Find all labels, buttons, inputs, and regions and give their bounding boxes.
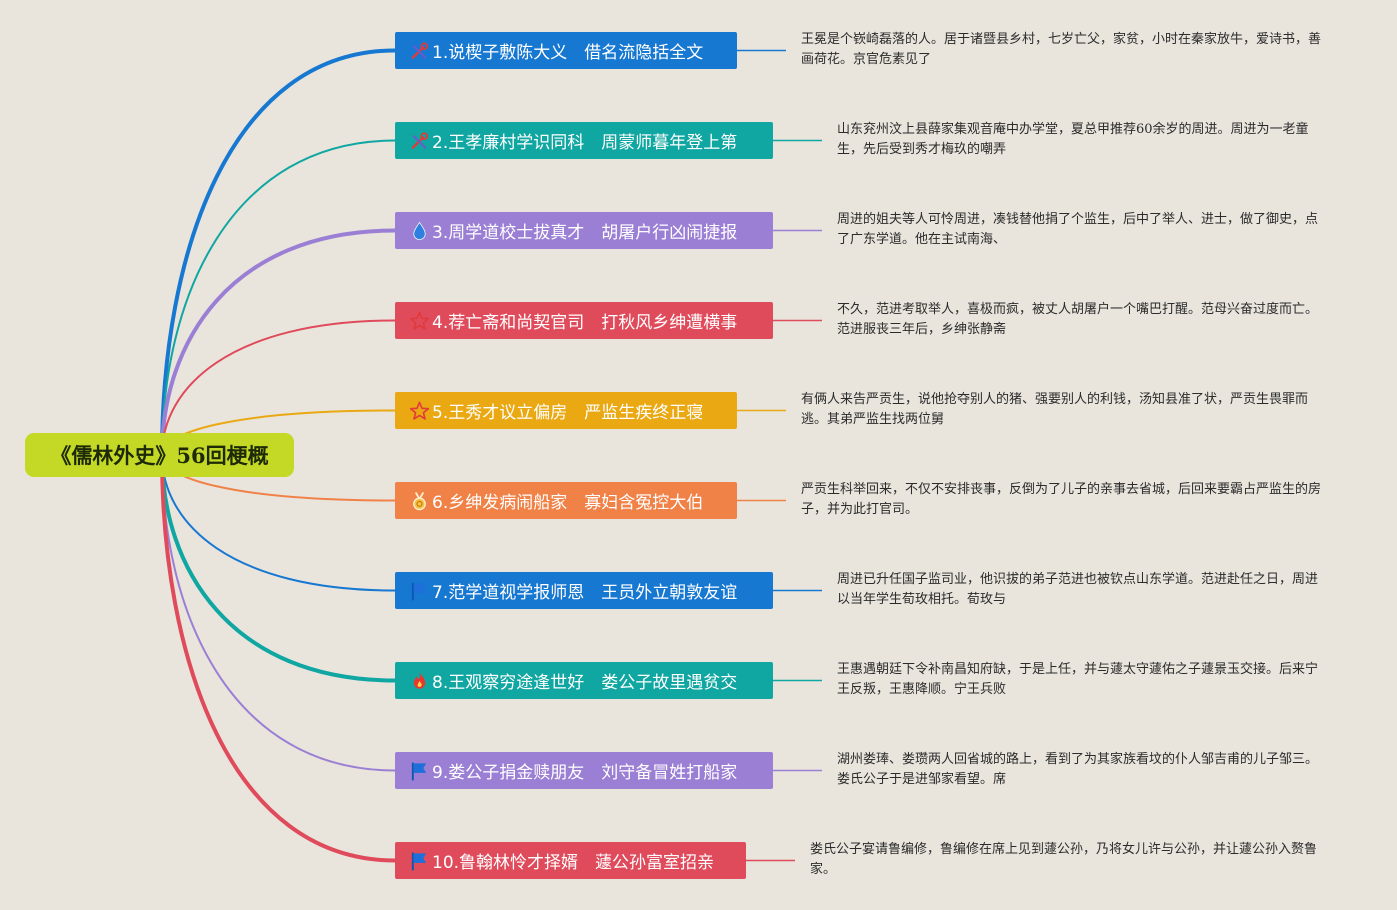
chapter-topic-label: 1.说楔子敷陈大义 借名流隐括全文: [432, 43, 704, 63]
flag-icon: [409, 760, 430, 782]
chapter-summary-3: 周进的姐夫等人可怜周进，凑钱替他捐了个监生，后中了举人、进士，做了御史，点了广东…: [837, 212, 1319, 247]
branch-connector: [161, 454, 396, 592]
star-outline-icon: [409, 310, 430, 332]
chapter-topic-8[interactable]: 8.王观察穷途逢世好 娄公子故里遇贫交: [395, 662, 773, 699]
chapter-topic-4[interactable]: 4.荐亡斋和尚契官司 打秋风乡绅遭横事: [395, 302, 773, 339]
chapter-summary-7: 周进已升任国子监司业，他识拔的弟子范进也被钦点山东学道。范进赴任之日，周进以当年…: [837, 572, 1319, 607]
chapter-summary-8: 王惠遇朝廷下令补南昌知府缺，于是上任，并与蘧太守蘧佑之子蘧景玉交接。后来宁王反叛…: [837, 662, 1319, 697]
chapter-topic-7[interactable]: 7.范学道视学报师恩 王员外立朝敦友谊: [395, 572, 773, 609]
chapter-topic-6[interactable]: 6.乡绅发病闹船家 寡妇含冤控大伯: [395, 482, 737, 519]
flag-icon: [409, 850, 430, 872]
chapter-topic-label: 5.王秀才议立偏房 严监生疾终正寝: [432, 403, 704, 423]
chapter-topic-label: 10.鲁翰林怜才择婿 蘧公孙富室招亲: [432, 853, 715, 873]
fire-icon: [409, 670, 430, 692]
chapter-topic-9[interactable]: 9.娄公子捐金赎朋友 刘守备冒姓打船家: [395, 752, 773, 789]
chapter-summary-6: 严贡生科举回来，不仅不安排丧事，反倒为了儿子的亲事去省城，后回来要霸占严监生的房…: [801, 482, 1322, 517]
water-drop-icon: [409, 220, 430, 242]
star-outline-icon: [409, 400, 430, 422]
chapter-topic-label: 9.娄公子捐金赎朋友 刘守备冒姓打船家: [432, 763, 738, 783]
branch-connector: [160, 454, 396, 683]
root-topic-label: 《儒林外史》56回梗概: [50, 443, 269, 468]
tools-icon: [409, 130, 430, 152]
branch-connector: [161, 319, 396, 456]
chapter-topic-10[interactable]: 10.鲁翰林怜才择婿 蘧公孙富室招亲: [395, 842, 746, 879]
chapter-summary-5: 有俩人来告严贡生，说他抢夺别人的猪、强要别人的利钱，汤知县准了状，严贡生畏罪而逃…: [801, 392, 1309, 427]
branch-connector: [160, 454, 396, 863]
chapter-topic-1[interactable]: 1.说楔子敷陈大义 借名流隐括全文: [395, 32, 737, 69]
branch-connector: [161, 454, 396, 772]
chapter-summary-1: 王冕是个嵚崎磊落的人。居于诸暨县乡村，七岁亡父，家贫，小时在秦家放牛，爱诗书，善…: [801, 32, 1322, 67]
tools-icon: [409, 40, 430, 62]
branch-connector: [160, 228, 396, 456]
root-topic[interactable]: 《儒林外史》56回梗概: [25, 433, 294, 477]
chapter-topic-label: 8.王观察穷途逢世好 娄公子故里遇贫交: [432, 673, 738, 693]
flag-icon: [409, 580, 430, 602]
medal-icon: [409, 490, 430, 512]
chapter-topic-2[interactable]: 2.王孝廉村学识同科 周蒙师暮年登上第: [395, 122, 773, 159]
chapter-summary-9: 湖州娄琫、娄瓒两人回省城的路上，看到了为其家族看坟的仆人邹吉甫的儿子邹三。娄氏公…: [837, 752, 1319, 787]
chapter-topic-5[interactable]: 5.王秀才议立偏房 严监生疾终正寝: [395, 392, 737, 429]
chapter-topic-label: 6.乡绅发病闹船家 寡妇含冤控大伯: [432, 493, 704, 513]
chapter-topic-label: 4.荐亡斋和尚契官司 打秋风乡绅遭横事: [432, 313, 738, 333]
branch-connector: [160, 48, 396, 456]
chapter-topic-3[interactable]: 3.周学道校士拔真才 胡屠户行凶闹捷报: [395, 212, 773, 249]
chapter-summary-4: 不久，范进考取举人，喜极而疯，被丈人胡屠户一个嘴巴打醒。范母兴奋过度而亡。范进服…: [837, 302, 1319, 337]
chapter-summary-10: 娄氏公子宴请鲁编修，鲁编修在席上见到蘧公孙，乃将女儿许与公孙，并让蘧公孙入赘鲁家…: [810, 842, 1318, 877]
chapter-topic-label: 2.王孝廉村学识同科 周蒙师暮年登上第: [432, 133, 738, 153]
chapter-summary-2: 山东兖州汶上县薛家集观音庵中办学堂，夏总甲推荐60余岁的周进。周进为一老童生，先…: [837, 122, 1309, 157]
chapter-topic-label: 7.范学道视学报师恩 王员外立朝敦友谊: [432, 583, 738, 603]
branch-connector: [161, 139, 396, 456]
chapter-topic-label: 3.周学道校士拔真才 胡屠户行凶闹捷报: [432, 223, 738, 243]
